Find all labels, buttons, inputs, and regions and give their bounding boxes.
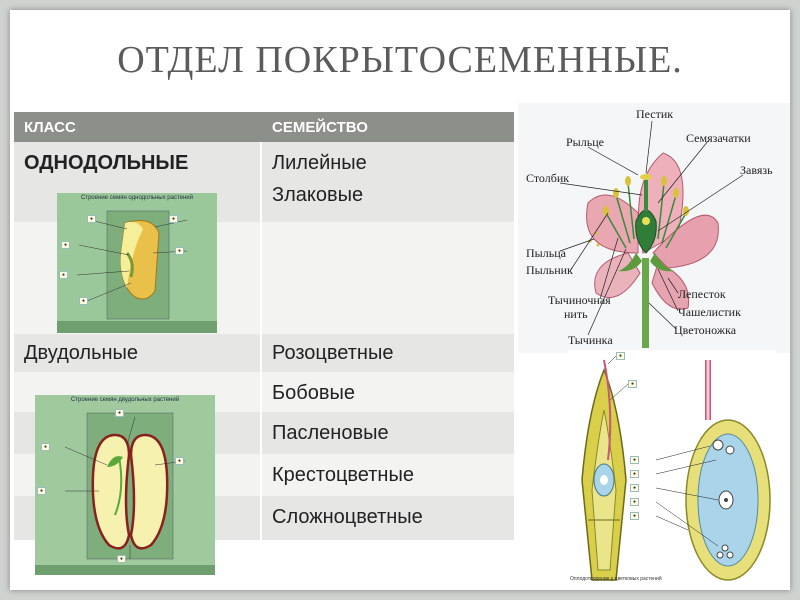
label-semyazachatki: Семязачатки bbox=[686, 131, 751, 145]
class-monocot: ОДНОДОЛЬНЫЕ bbox=[24, 152, 189, 174]
flower-structure-figure: Пестик Рыльце Семязачатки Столбик Завязь… bbox=[518, 103, 790, 353]
table-header: КЛАСС СЕМЕЙСТВО bbox=[14, 112, 514, 142]
label-pestik: Пестик bbox=[636, 107, 674, 121]
dicot-figure-title: Строение семян двудольных растений bbox=[70, 397, 180, 403]
family-lileinye: Лилейные bbox=[272, 152, 367, 174]
family-rozocvetnye: Розоцветные bbox=[272, 342, 394, 364]
family-paslenovye: Пасленовые bbox=[272, 422, 389, 444]
label-lepestok: Лепесток bbox=[678, 287, 726, 301]
header-class: КЛАСС bbox=[24, 119, 76, 136]
family-zlakovye: Злаковые bbox=[272, 184, 364, 206]
label-cvetonozhka: Цветоножка bbox=[674, 323, 737, 337]
label-pylca: Пыльца bbox=[526, 246, 566, 260]
label-stolbik: Столбик bbox=[526, 171, 570, 185]
monocot-figure-title: Строение семян однодольных растений bbox=[80, 195, 193, 201]
family-slozhnocvetnye: Сложноцветные bbox=[272, 506, 423, 528]
label-pylnik: Пыльник bbox=[526, 263, 573, 277]
slide-title: ОТДЕЛ ПОКРЫТОСЕМЕННЫЕ. bbox=[117, 39, 683, 81]
dicot-seed-figure: Строение семян двудольных растений ● ● ●… bbox=[35, 395, 215, 575]
fertilization-figure: ● ● ● ● ● ● ● Оплодотворение у цветковых… bbox=[568, 350, 776, 590]
family-bobovye: Бобовые bbox=[272, 382, 355, 404]
label-zavyaz: Завязь bbox=[740, 163, 773, 177]
label-tychinochnaya: Тычиночная bbox=[548, 293, 611, 307]
header-family: СЕМЕЙСТВО bbox=[272, 119, 368, 136]
monocot-seed-figure: Строение семян однодольных растений ● ● … bbox=[57, 193, 217, 333]
family-krestocvetnye: Крестоцветные bbox=[272, 464, 414, 486]
label-nit: нить bbox=[564, 307, 588, 321]
label-tychinka: Тычинка bbox=[568, 333, 613, 347]
table-row: Двудольные Розоцветные bbox=[14, 334, 514, 372]
label-rylce: Рыльце bbox=[566, 135, 604, 149]
fertilization-caption: Оплодотворение у цветковых растений bbox=[570, 576, 662, 582]
class-dicot: Двудольные bbox=[24, 342, 139, 364]
label-chashelistik: Чашелистик bbox=[678, 305, 741, 319]
